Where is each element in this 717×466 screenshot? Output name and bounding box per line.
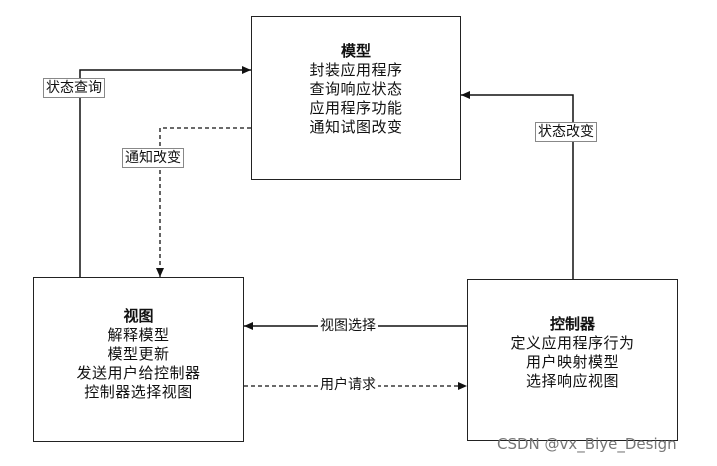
controller-line: 定义应用程序行为 xyxy=(510,334,635,352)
model-line: 通知试图改变 xyxy=(309,118,403,136)
view-select-label: 视图选择 xyxy=(318,317,378,335)
state-query-label: 状态查询 xyxy=(43,78,105,98)
model-box: 模型 封装应用程序 查询响应状态 应用程序功能 通知试图改变 xyxy=(251,16,461,180)
state-query-arrow xyxy=(79,66,251,277)
model-title: 模型 xyxy=(340,42,371,60)
watermark: CSDN @vx_Biye_Design xyxy=(497,435,677,453)
model-line: 查询响应状态 xyxy=(309,80,403,98)
controller-line: 选择响应视图 xyxy=(525,372,619,390)
view-line: 控制器选择视图 xyxy=(84,383,193,401)
view-line: 发送用户给控制器 xyxy=(76,364,201,382)
state-change-label: 状态改变 xyxy=(535,122,597,142)
model-line: 应用程序功能 xyxy=(309,99,403,117)
controller-title: 控制器 xyxy=(549,315,595,333)
notify-change-arrow xyxy=(156,127,251,277)
view-line: 解释模型 xyxy=(107,326,170,344)
view-box: 视图 解释模型 模型更新 发送用户给控制器 控制器选择视图 xyxy=(33,277,244,442)
controller-box: 控制器 定义应用程序行为 用户映射模型 选择响应视图 xyxy=(467,279,678,441)
view-title: 视图 xyxy=(123,307,154,325)
state-change-arrow xyxy=(461,91,574,279)
controller-line: 用户映射模型 xyxy=(525,353,619,371)
model-line: 封装应用程序 xyxy=(309,61,403,79)
notify-change-label: 通知改变 xyxy=(122,148,184,168)
user-request-label: 用户请求 xyxy=(318,376,378,394)
view-line: 模型更新 xyxy=(107,345,170,363)
